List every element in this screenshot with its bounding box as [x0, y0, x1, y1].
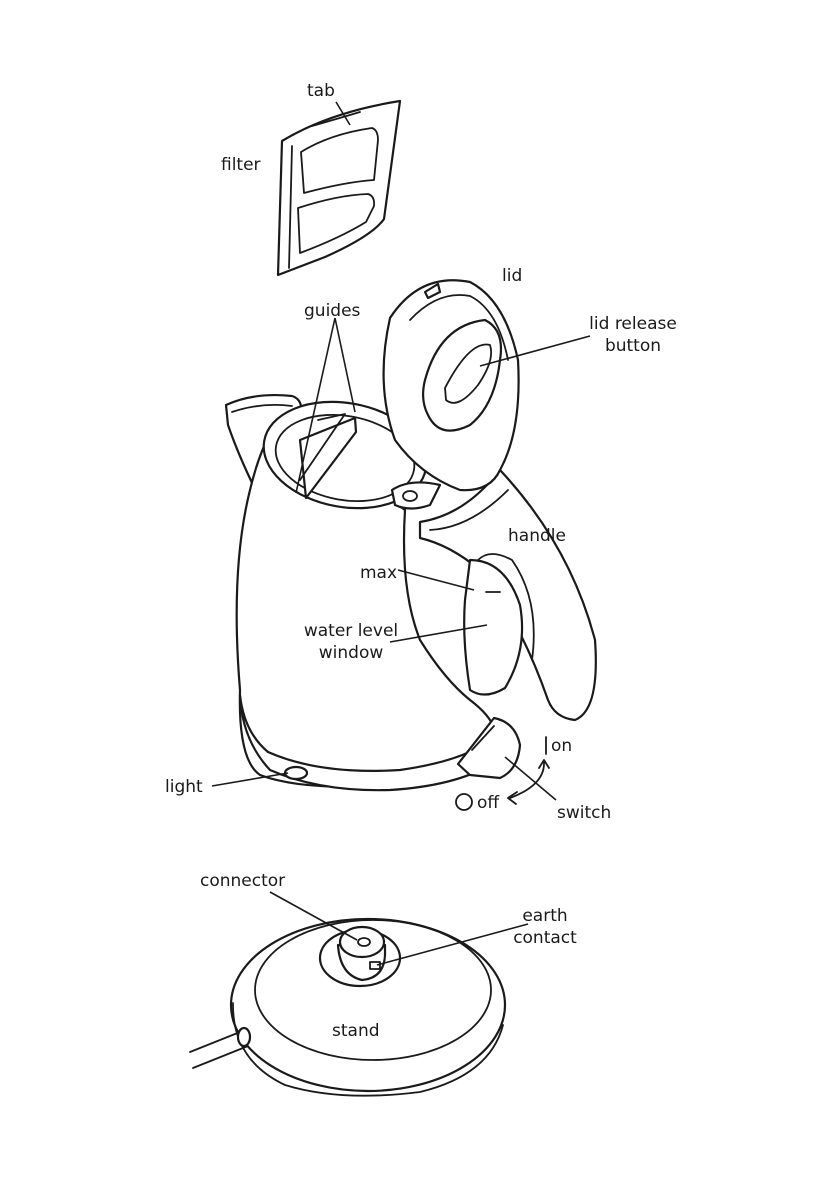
label-filter: filter [221, 154, 261, 176]
label-lid-release-line1: lid release [583, 313, 683, 335]
label-lid-release-line2: button [583, 335, 683, 357]
label-handle: handle [508, 525, 566, 547]
label-connector: connector [200, 870, 285, 892]
label-earth-line1: earth [505, 905, 585, 927]
label-max: max [360, 562, 397, 584]
label-switch: switch [557, 802, 611, 824]
label-water-level-line2: window [296, 642, 406, 664]
label-off: off [477, 792, 499, 814]
label-water-level-window: water level window [296, 620, 406, 664]
kettle-stand [190, 919, 505, 1096]
label-earth-contact: earth contact [505, 905, 585, 949]
label-on: on [551, 735, 572, 757]
label-water-level-line1: water level [296, 620, 406, 642]
label-tab: tab [307, 80, 335, 102]
label-earth-line2: contact [505, 927, 585, 949]
label-lid-release-button: lid release button [583, 313, 683, 357]
label-guides: guides [304, 300, 360, 322]
label-lid: lid [502, 265, 522, 287]
label-light: light [165, 776, 203, 798]
label-stand: stand [332, 1020, 380, 1042]
filter-part [278, 101, 400, 275]
